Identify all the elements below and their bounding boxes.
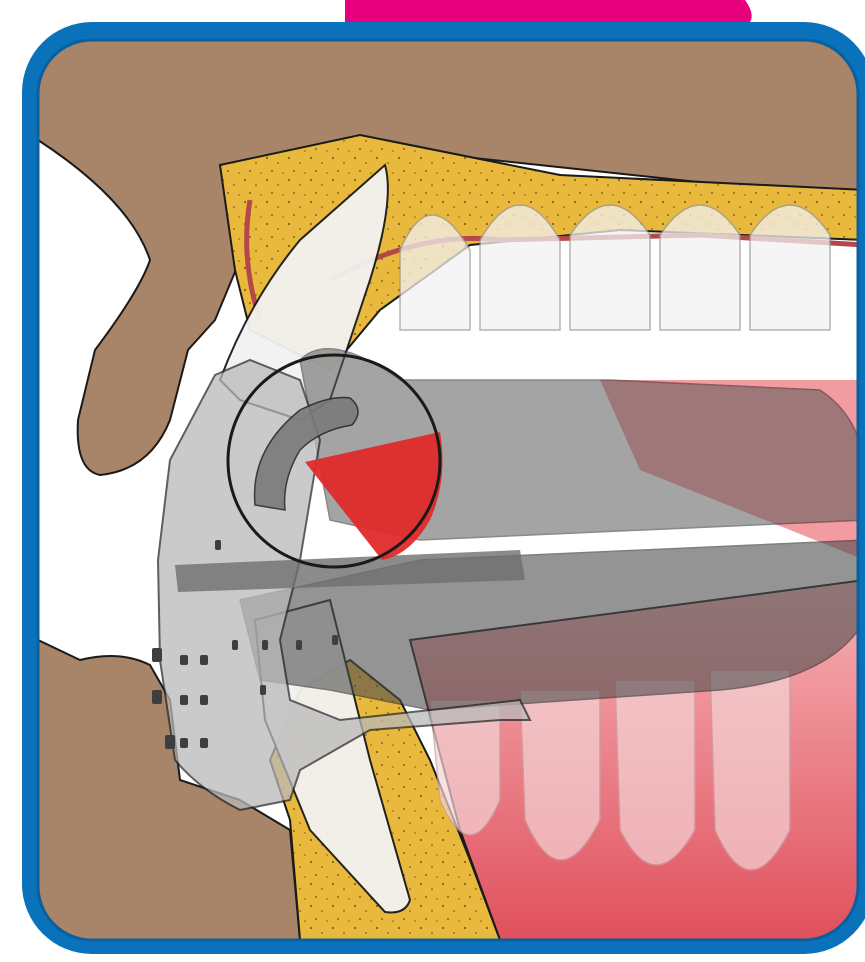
header-tab xyxy=(345,0,752,22)
